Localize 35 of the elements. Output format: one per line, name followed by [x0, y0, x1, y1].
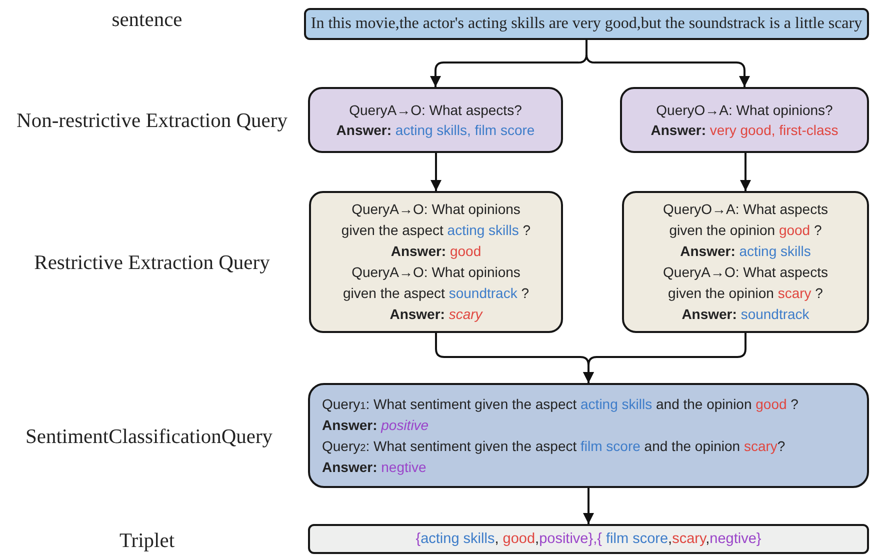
- arrow: [583, 333, 746, 383]
- answer-text: Answer: positive: [322, 416, 429, 435]
- row-label: sentence: [112, 8, 182, 32]
- query-text: Query$_{1}$: What sentiment given the aspect acting skills and the opinion good ?: [322, 394, 798, 414]
- query-text: QueryO→A: What aspects given the opinion good ?: [662, 200, 829, 240]
- query-text: Query$_{2}$: What sentiment given the aspect film score and the opinion scary?: [322, 436, 786, 456]
- row-label: SentimentClassificationQuery: [25, 425, 273, 449]
- answer-text: Answer: scary: [390, 305, 482, 324]
- query-text: QueryA→O: What opinions given the aspect acting skills ?: [340, 200, 532, 240]
- query-text: QueryO→A: What opinions?: [656, 101, 833, 120]
- arrow: [740, 153, 751, 191]
- result-box: [308, 524, 869, 554]
- query-box: [308, 87, 563, 153]
- query-box: [620, 87, 869, 153]
- row-label: Non-restrictive Extraction Query: [16, 109, 288, 133]
- answer-text: Answer: good: [390, 242, 482, 261]
- query-box: [309, 191, 563, 333]
- query-text: QueryA→O: What aspects?: [349, 101, 522, 120]
- row-label: Triplet: [119, 529, 175, 553]
- answer-text: Answer: negtive: [322, 458, 426, 477]
- answer-text: Answer: acting skills: [680, 242, 811, 261]
- triplet-text: {acting skills, good,positive},{ film score,scary,negtive}: [416, 530, 762, 549]
- answer-text: Answer: very good, first-class: [650, 121, 838, 140]
- query-box: [308, 383, 869, 488]
- query-box: [622, 191, 869, 333]
- arrow: [586, 40, 750, 87]
- sentence-text: In this movie,the actor's acting skills are very good,but the soundstrack is a little scary: [310, 14, 862, 34]
- arrow: [430, 153, 442, 191]
- answer-text: Answer: acting skills, film score: [336, 121, 535, 140]
- query-text: QueryA→O: What opinions given the aspect soundtrack ?: [342, 263, 530, 303]
- sentence-box: [304, 8, 869, 40]
- query-text: QueryA→O: What aspects given the opinion scary ?: [662, 263, 829, 303]
- answer-text: Answer: soundtrack: [682, 305, 810, 324]
- arrow: [583, 488, 594, 524]
- row-label: Restrictive Extraction Query: [34, 251, 270, 275]
